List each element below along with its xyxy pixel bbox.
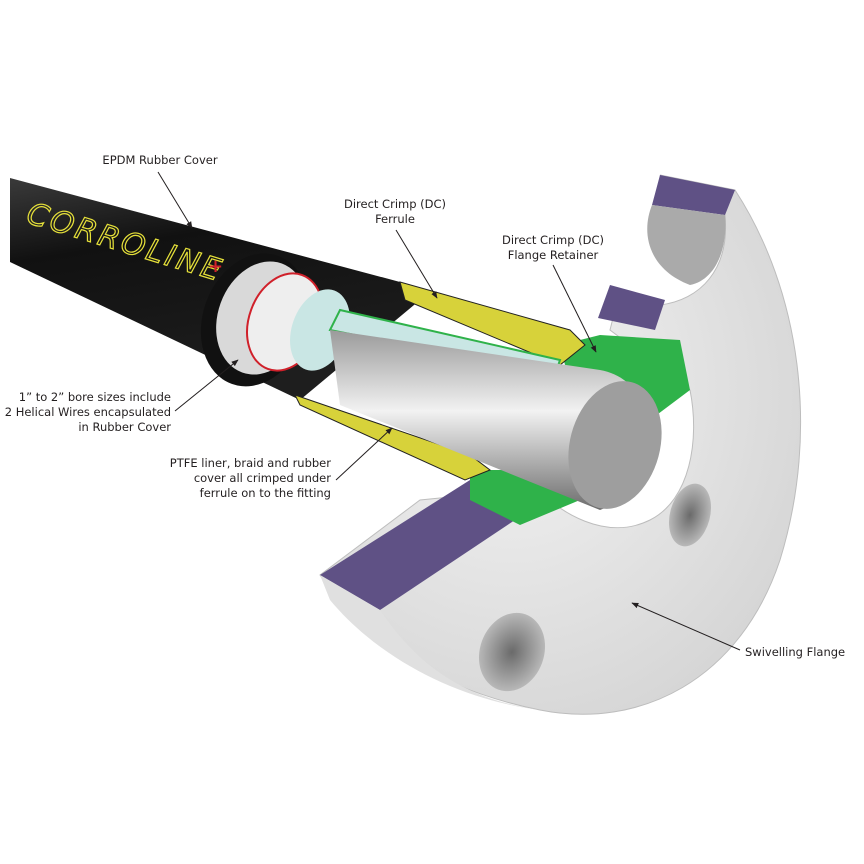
label-line: PTFE liner, braid and rubber xyxy=(169,456,331,470)
label-line: 1” to 2” bore sizes include xyxy=(18,390,171,404)
bolt-hole xyxy=(647,205,726,285)
bolt-hole xyxy=(668,483,712,547)
label-line: Swivelling Flange xyxy=(745,645,846,659)
bolt-hole xyxy=(478,612,546,692)
brand-plus-icon: + xyxy=(208,256,223,277)
label-line: ferrule on to the fitting xyxy=(199,486,331,500)
pipe-bore xyxy=(568,381,662,509)
swivelling-flange xyxy=(319,174,802,715)
label-line: Flange Retainer xyxy=(507,248,599,262)
flange-cut-face-top xyxy=(652,175,735,215)
label-helical-wires: 1” to 2” bore sizes include 2 Helical Wi… xyxy=(0,390,171,435)
label-line: EPDM Rubber Cover xyxy=(102,153,218,167)
label-dc-flange-retainer: Direct Crimp (DC) Flange Retainer xyxy=(488,233,618,263)
label-dc-ferrule: Direct Crimp (DC) Ferrule xyxy=(330,197,460,227)
label-ptfe-liner: PTFE liner, braid and rubber cover all c… xyxy=(130,456,331,501)
label-line: Direct Crimp (DC) xyxy=(343,197,447,211)
label-swivelling-flange: Swivelling Flange xyxy=(745,645,845,660)
flange-cut-face-mid xyxy=(598,285,665,330)
label-epdm-rubber-cover: EPDM Rubber Cover xyxy=(100,153,220,168)
flange-cut-face-bottom xyxy=(320,480,515,610)
leader-lines xyxy=(157,171,741,651)
label-line: Ferrule xyxy=(375,212,415,226)
label-line: 2 Helical Wires encapsulated xyxy=(4,405,171,419)
label-line: cover all crimped under xyxy=(193,471,331,485)
label-line: in Rubber Cover xyxy=(78,420,171,434)
hose: CORROLINE + xyxy=(10,178,420,400)
label-line: Direct Crimp (DC) xyxy=(501,233,605,247)
